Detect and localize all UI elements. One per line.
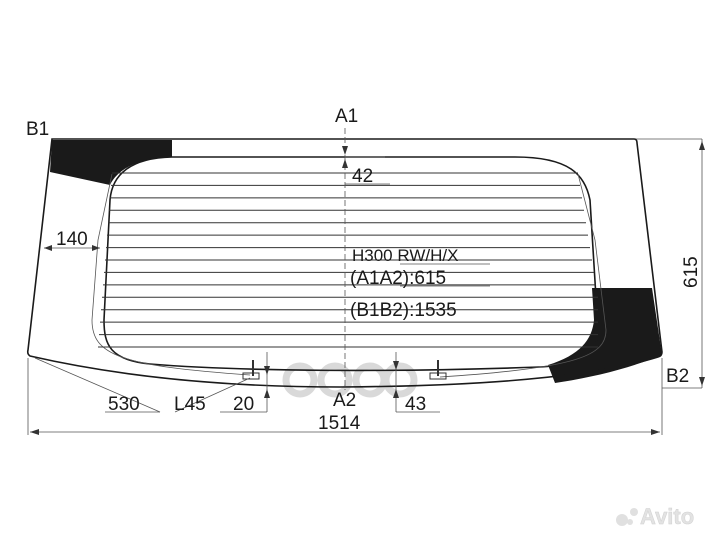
- point-b1: B1: [26, 119, 49, 140]
- heater-grid: [98, 172, 598, 348]
- tint-top-left: [50, 140, 172, 185]
- bus-bar-right: [439, 173, 607, 378]
- dim-connector-left: L45: [174, 394, 206, 415]
- dim-connector-gap: 20: [233, 394, 254, 415]
- model-label: H300 RW/H/X: [352, 246, 458, 265]
- oapc-watermark: [282, 362, 418, 398]
- connector-right: [429, 360, 447, 380]
- width-spec: (B1B2):1535: [350, 300, 457, 321]
- dim-bottom-width: 1514: [318, 413, 361, 434]
- avito-logo: Avito: [616, 504, 694, 529]
- svg-text:Avito: Avito: [640, 504, 694, 529]
- dim-left-offset: 140: [56, 229, 88, 250]
- connector-left: [242, 360, 260, 380]
- glass-outline: [26, 138, 663, 388]
- heated-area-outline: [103, 156, 599, 372]
- dim-top-band: 42: [352, 166, 373, 187]
- bus-bar-left: [91, 173, 251, 376]
- point-a2: A2: [333, 390, 356, 411]
- dim-height: 615: [681, 256, 702, 288]
- dim-bottom-band: 43: [405, 394, 426, 415]
- height-spec: (A1A2):615: [350, 268, 446, 289]
- dim-left-edge: 530: [108, 394, 140, 415]
- point-a1: A1: [335, 106, 358, 127]
- point-b2: B2: [666, 366, 689, 387]
